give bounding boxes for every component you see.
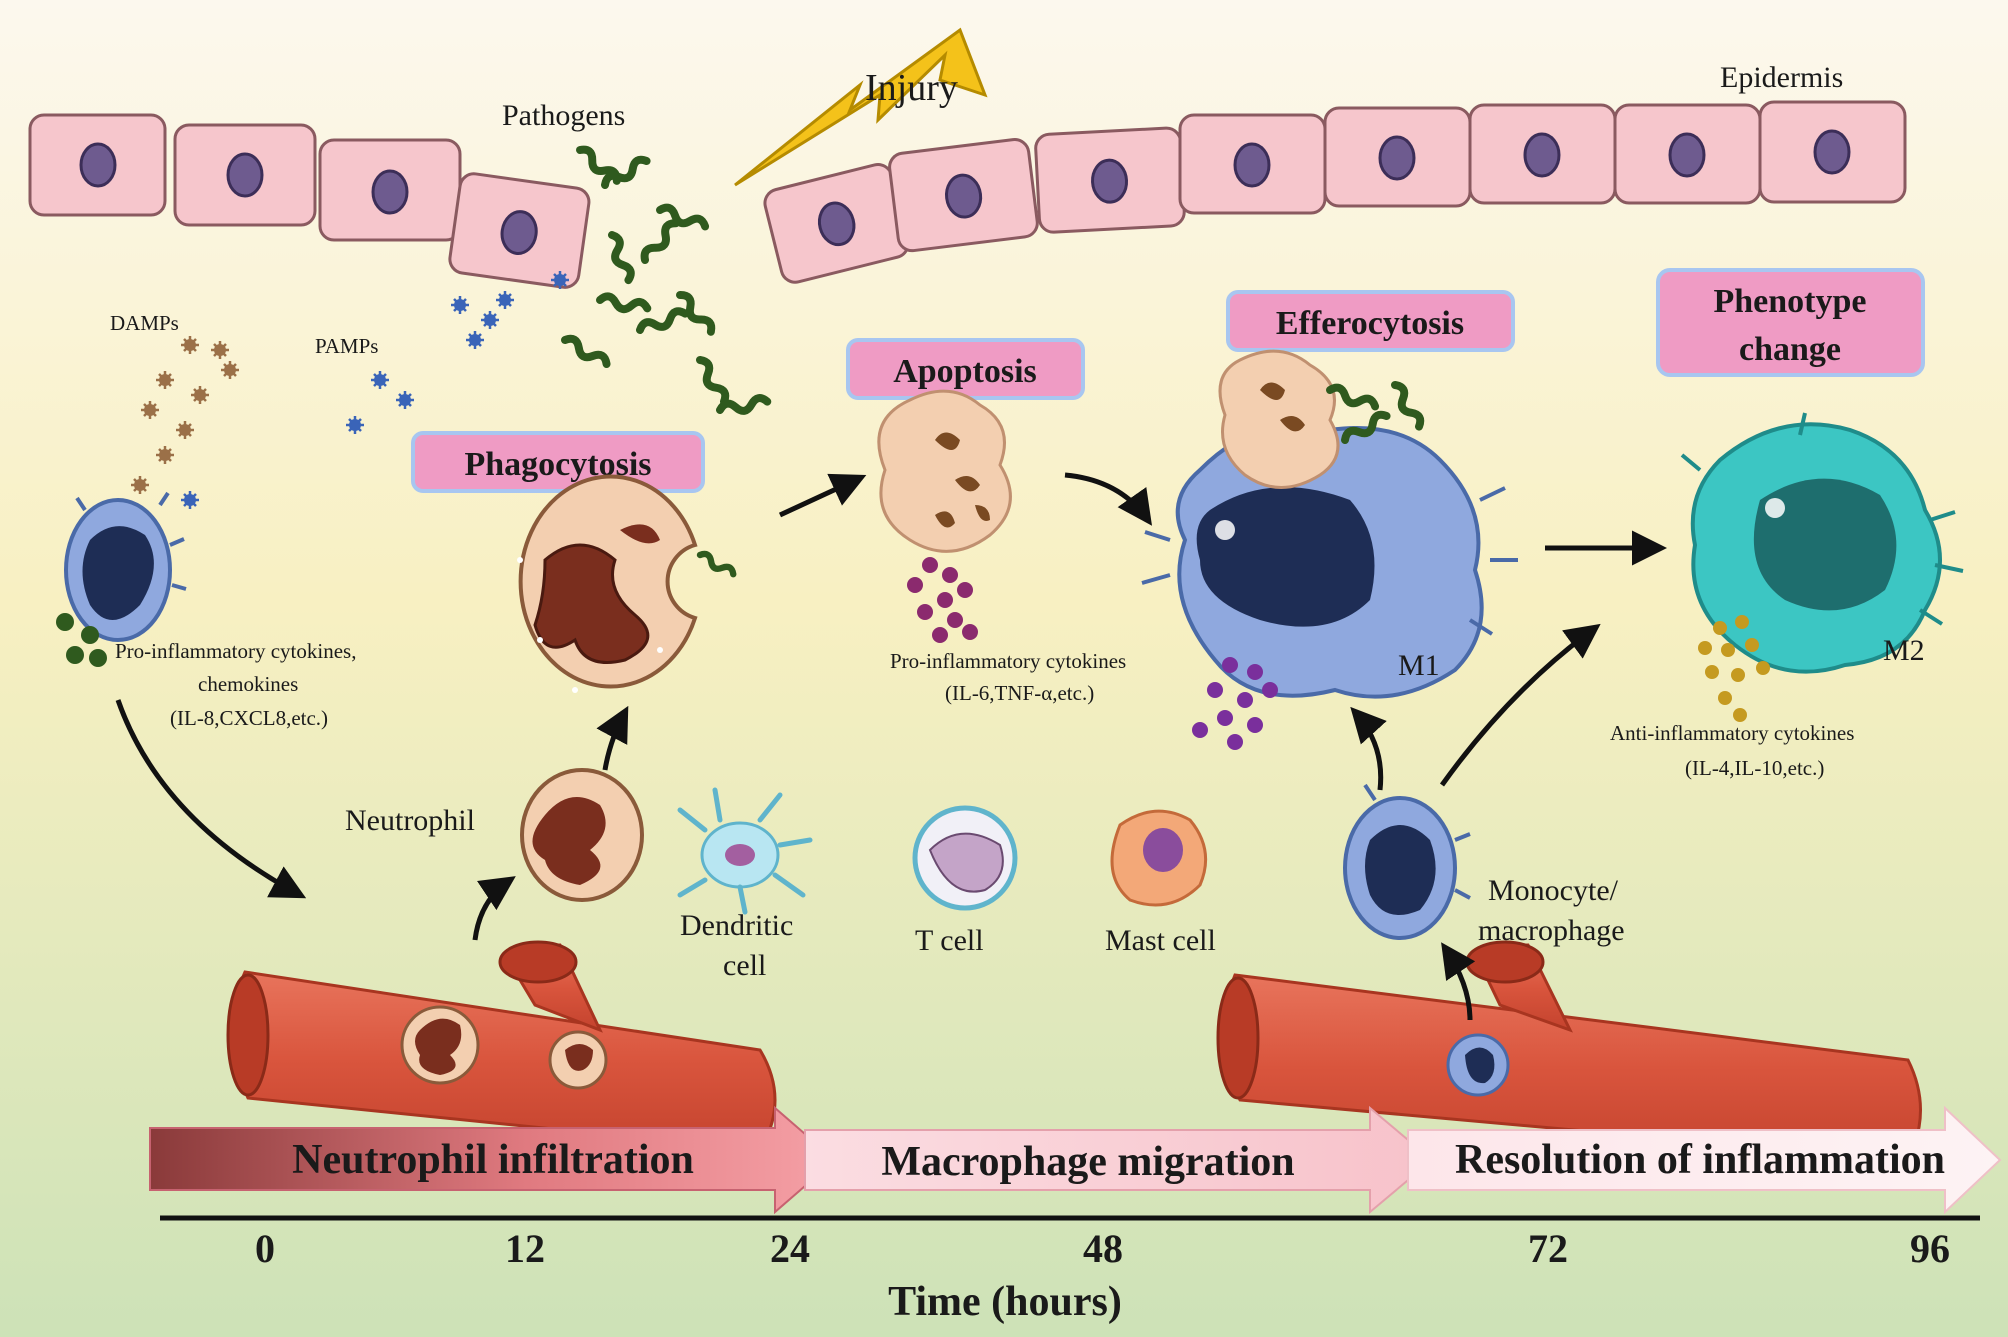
blood-vessel-left — [226, 940, 777, 1152]
t-cell-label: T cell — [915, 924, 984, 957]
dendritic-label-line1: Dendritic — [680, 909, 793, 942]
m2-macrophage — [1680, 412, 1964, 674]
epidermis-label: Epidermis — [1720, 61, 1843, 94]
neutrophil-cell — [520, 768, 644, 902]
apoptosis-box: Apoptosis — [846, 338, 1085, 400]
phase-arrow-resolution: Resolution of inflammation — [1407, 1105, 2002, 1215]
phenotype-title-line2: change — [1739, 331, 1841, 368]
phagocytosing-neutrophil — [517, 474, 735, 693]
m2-label: M2 — [1883, 634, 1925, 667]
apoptosis-title: Apoptosis — [893, 353, 1037, 390]
phenotype-title-line1: Phenotype — [1714, 283, 1867, 320]
phase-arrow-macrophage: Macrophage migration — [804, 1105, 1434, 1215]
tick-96: 96 — [1910, 1226, 1950, 1271]
pro-cytokines-2-line2: (IL-6,TNF-α,etc.) — [945, 681, 1094, 705]
pro-cytokines-particles-2 — [907, 557, 978, 643]
pamps-label: PAMPs — [315, 334, 378, 358]
tick-0: 0 — [255, 1226, 275, 1271]
monocyte-label-line1: Monocyte/ — [1488, 874, 1619, 907]
tick-48: 48 — [1083, 1226, 1123, 1271]
apoptotic-cell — [877, 389, 1012, 553]
pro-cytokines-1-line2: chemokines — [198, 672, 298, 696]
dendritic-label-line2: cell — [723, 949, 766, 982]
tick-24: 24 — [770, 1226, 810, 1271]
neutrophil-label: Neutrophil — [345, 804, 475, 837]
anti-cytokine-particles — [1698, 615, 1770, 722]
m1-cytokine-particles — [1192, 657, 1278, 750]
pro-cytokines-2-line1: Pro-inflammatory cytokines — [890, 649, 1126, 673]
resident-monocyte — [56, 491, 187, 667]
phase-neutrophil-infiltration: Neutrophil infiltration — [292, 1137, 694, 1183]
phenotype-change-box: Phenotype change — [1656, 268, 1925, 377]
monocyte-tissue — [1343, 783, 1471, 940]
time-axis: 0 12 24 48 72 96 Time (hours) — [160, 1215, 1980, 1325]
phase-resolution: Resolution of inflammation — [1455, 1137, 1945, 1183]
process-arrows — [115, 472, 1667, 1021]
mast-cell — [1110, 809, 1208, 907]
efferocytosis-title: Efferocytosis — [1276, 305, 1464, 342]
time-axis-title: Time (hours) — [888, 1279, 1122, 1325]
pathogens-label: Pathogens — [502, 99, 625, 132]
m1-label: M1 — [1398, 649, 1440, 682]
anti-cytokines-line1: Anti-inflammatory cytokines — [1610, 721, 1854, 745]
anti-cytokines-line2: (IL-4,IL-10,etc.) — [1685, 756, 1824, 780]
phagocytosis-box: Phagocytosis — [411, 431, 705, 493]
tick-72: 72 — [1528, 1226, 1568, 1271]
epidermis-right — [763, 100, 1907, 284]
t-cell — [912, 805, 1018, 911]
m1-macrophage — [1141, 349, 1518, 699]
blood-vessel-right — [1216, 940, 1922, 1162]
pro-cytokines-1-line3: (IL-8,CXCL8,etc.) — [170, 706, 328, 730]
mast-cell-label: Mast cell — [1105, 924, 1216, 957]
injury-label: Injury — [865, 67, 958, 109]
damps-label: DAMPs — [110, 311, 179, 335]
phase-macrophage-migration: Macrophage migration — [881, 1139, 1294, 1185]
phase-arrow-neutrophil: Neutrophil infiltration — [149, 1105, 837, 1215]
dendritic-cell — [677, 787, 813, 915]
lightning-bolt-icon — [734, 27, 988, 187]
pro-cytokines-1-line1: Pro-inflammatory cytokines, — [115, 639, 356, 663]
efferocytosis-box: Efferocytosis — [1226, 290, 1515, 352]
tick-12: 12 — [505, 1226, 545, 1271]
epidermis-left — [28, 113, 591, 289]
